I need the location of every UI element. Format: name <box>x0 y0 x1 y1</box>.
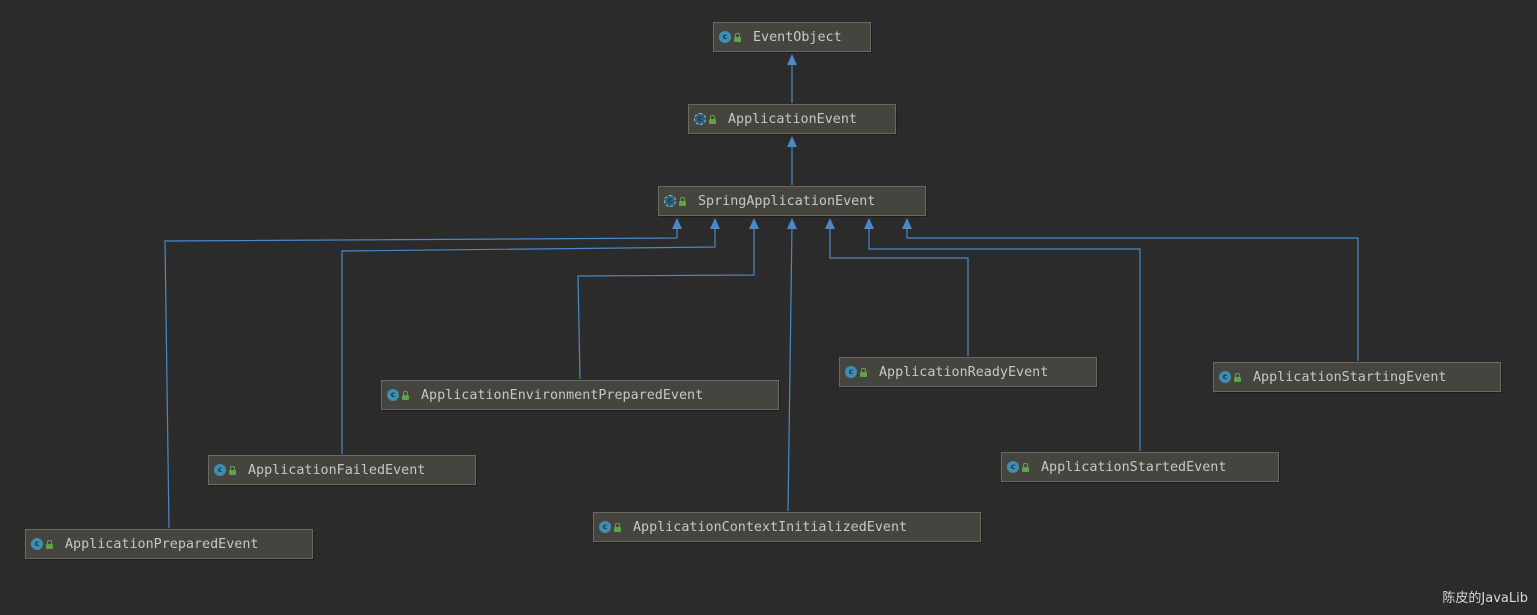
lock-icon <box>734 32 741 42</box>
lock-icon <box>1234 372 1241 382</box>
node-label: ApplicationContextInitializedEvent <box>633 519 908 535</box>
class-icon: c <box>387 389 399 401</box>
class-icon: c <box>599 521 611 533</box>
edge-applicationfailedevent-springapplicationevent <box>341 226 716 454</box>
node-applicationreadyevent[interactable]: c ApplicationReadyEvent <box>839 357 1097 387</box>
class-icon: c <box>845 366 857 378</box>
node-label: ApplicationFailedEvent <box>248 462 426 478</box>
abstract-class-icon: c <box>664 195 676 207</box>
node-eventobject[interactable]: c EventObject <box>713 22 871 52</box>
node-applicationevent[interactable]: c ApplicationEvent <box>688 104 896 134</box>
node-applicationstartingevent[interactable]: c ApplicationStartingEvent <box>1213 362 1501 392</box>
node-label: ApplicationReadyEvent <box>879 364 1049 380</box>
node-label: ApplicationPreparedEvent <box>65 536 259 552</box>
node-label: ApplicationEnvironmentPreparedEvent <box>421 387 704 403</box>
lock-icon <box>229 465 236 475</box>
edge-applicationstartedevent-springapplicationevent <box>868 226 1141 451</box>
lock-icon <box>614 522 621 532</box>
class-icon: c <box>31 538 43 550</box>
arrowhead-preparedevent <box>672 218 682 229</box>
edge-applicationcontextinitializedevent-springapplicationevent <box>787 225 793 512</box>
lock-icon <box>709 114 716 124</box>
edge-applicationstartingevent-springapplicationevent <box>906 226 1359 361</box>
arrowhead-environmentpreparedevent <box>749 218 759 229</box>
arrowhead-readyevent <box>825 218 835 229</box>
lock-icon <box>46 539 53 549</box>
node-springapplicationevent[interactable]: c SpringApplicationEvent <box>658 186 926 216</box>
lock-icon <box>860 367 867 377</box>
arrowhead-startingevent <box>902 218 912 229</box>
arrowhead-applicationevent <box>787 136 797 147</box>
node-label: EventObject <box>753 29 842 45</box>
arrowhead-eventobject <box>787 54 797 65</box>
lock-icon <box>1022 462 1029 472</box>
node-label: ApplicationEvent <box>728 111 857 127</box>
node-label: ApplicationStartedEvent <box>1041 459 1227 475</box>
edge-applicationenvironmentpreparedevent-springapplicationevent <box>577 226 755 380</box>
class-icon: c <box>1007 461 1019 473</box>
class-icon: c <box>214 464 226 476</box>
node-applicationstartedevent[interactable]: c ApplicationStartedEvent <box>1001 452 1279 482</box>
class-icon: c <box>719 31 731 43</box>
lock-icon <box>679 196 686 206</box>
class-icon: c <box>1219 371 1231 383</box>
node-label: SpringApplicationEvent <box>698 193 876 209</box>
watermark-text: 陈皮的JavaLib <box>1442 591 1528 606</box>
node-applicationcontextinitializedevent[interactable]: c ApplicationContextInitializedEvent <box>593 512 981 542</box>
arrowhead-contextinitializedevent <box>787 218 797 229</box>
edge-applicationreadyevent-springapplicationevent <box>829 226 969 356</box>
abstract-class-icon: c <box>694 113 706 125</box>
node-applicationpreparedevent[interactable]: c ApplicationPreparedEvent <box>25 529 313 559</box>
lock-icon <box>402 390 409 400</box>
arrowhead-failedevent <box>710 218 720 229</box>
node-label: ApplicationStartingEvent <box>1253 369 1447 385</box>
node-applicationenvironmentpreparedevent[interactable]: c ApplicationEnvironmentPreparedEvent <box>381 380 779 410</box>
arrowhead-startedevent <box>864 218 874 229</box>
edge-applicationpreparedevent-springapplicationevent <box>164 226 678 529</box>
node-applicationfailedevent[interactable]: c ApplicationFailedEvent <box>208 455 476 485</box>
